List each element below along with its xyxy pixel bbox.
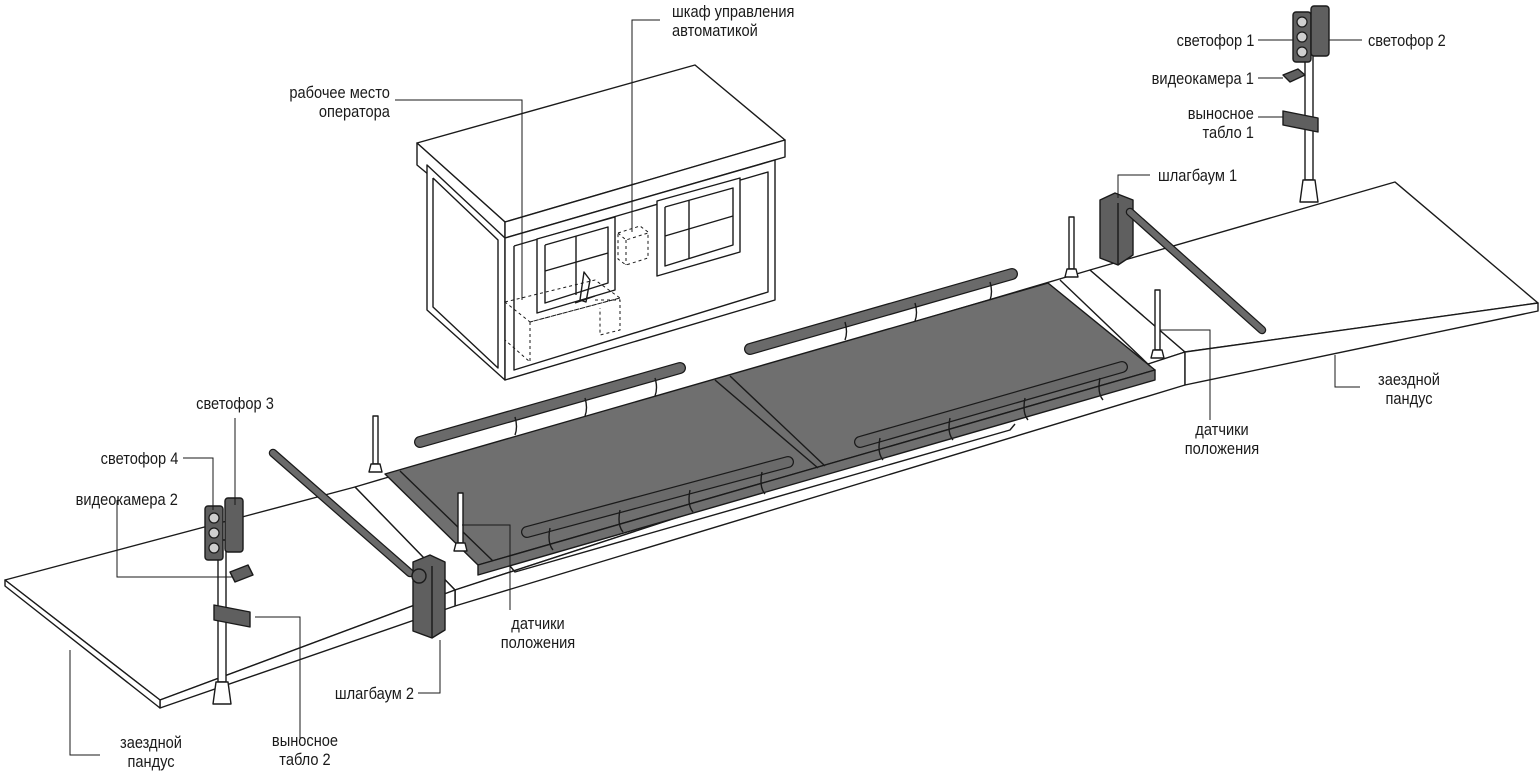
ramp-right <box>1089 181 1539 386</box>
barrier-1 <box>1099 192 1267 335</box>
label-position-sensors-left: датчики положения <box>500 614 576 652</box>
label-ramp-right: заездной пандус <box>1378 370 1440 408</box>
label-ramp-left: заездной пандус <box>120 733 182 771</box>
label-traffic-light-1: светофор 1 <box>1176 31 1254 50</box>
label-traffic-light-2: светофор 2 <box>1368 31 1446 50</box>
traffic-light-mast-right <box>1282 5 1330 203</box>
label-remote-display-1: выносное табло 1 <box>1187 104 1254 142</box>
weighing-platform <box>384 279 1156 576</box>
control-cabinet <box>617 225 649 266</box>
position-sensors <box>368 216 1165 552</box>
label-traffic-light-4: светофор 4 <box>100 449 178 468</box>
leader-lines <box>69 19 1362 756</box>
barrier-2 <box>268 448 446 639</box>
guard-rails <box>414 268 1128 551</box>
sensor-post-1 <box>1064 216 1079 278</box>
label-traffic-light-3: светофор 3 <box>196 394 274 413</box>
label-barrier-2: шлагбаум 2 <box>334 684 414 703</box>
traffic-light-mast-left <box>204 497 254 705</box>
label-remote-display-2: выносное табло 2 <box>271 731 339 769</box>
sensor-post-4 <box>453 492 468 552</box>
label-operator-workplace: рабочее место оператора <box>289 83 390 121</box>
operator-desk <box>503 271 622 364</box>
label-control-cabinet: шкаф управления автоматикой <box>672 2 795 40</box>
label-barrier-1: шлагбаум 1 <box>1158 166 1238 185</box>
label-video-camera-2: видеокамера 2 <box>75 490 178 509</box>
ramp-left <box>4 486 456 709</box>
label-video-camera-1: видеокамера 1 <box>1151 69 1254 88</box>
sensor-post-3 <box>368 415 383 473</box>
sensor-post-2 <box>1150 289 1165 359</box>
operator-cabin <box>416 64 786 381</box>
label-position-sensors-right: датчики положения <box>1184 420 1260 458</box>
